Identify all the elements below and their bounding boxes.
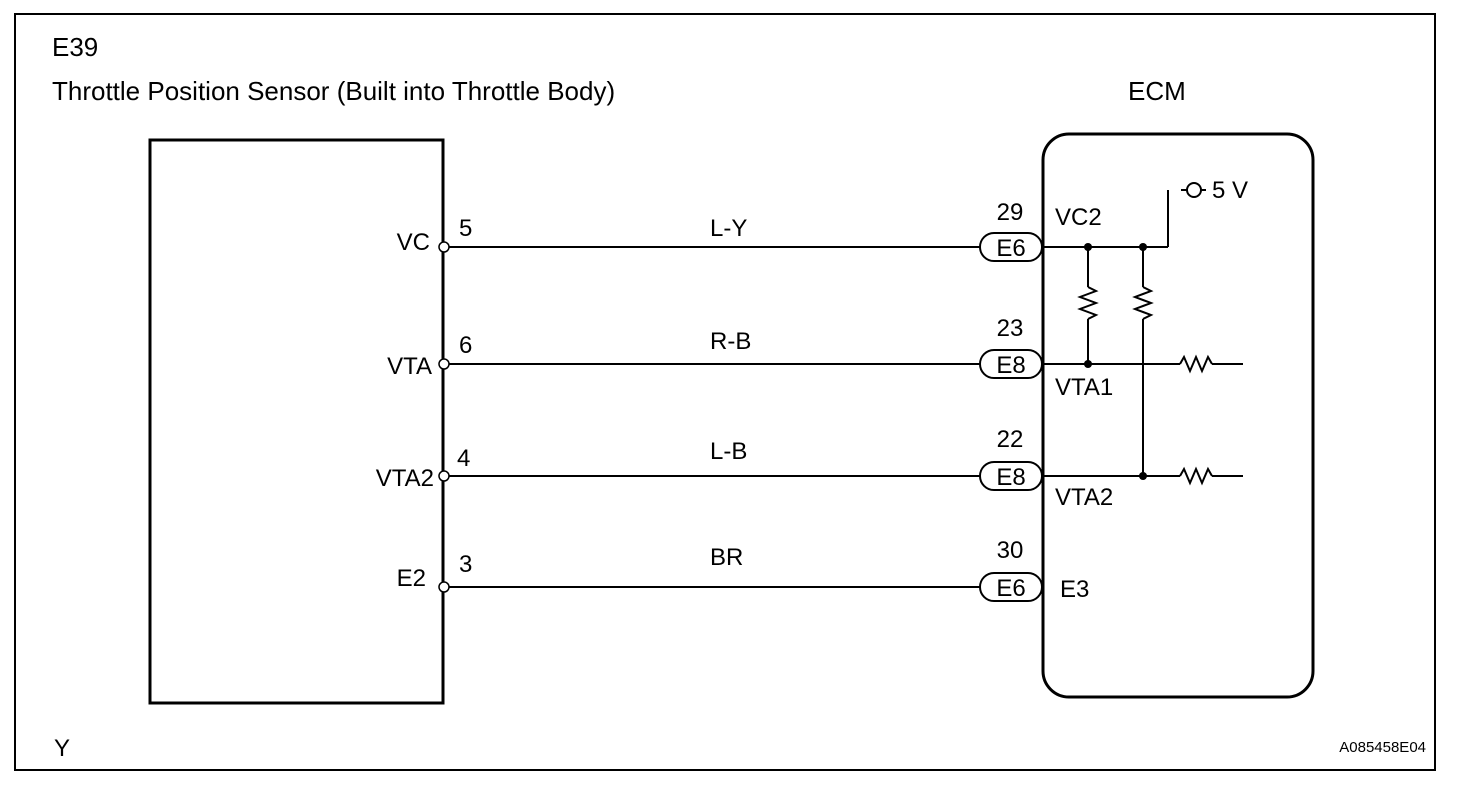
wire-color-label: L-B — [710, 438, 747, 465]
series-resistor-vta2 — [1179, 466, 1213, 486]
sensor-pin-number: 6 — [459, 332, 472, 359]
ecm-connector-badge — [979, 461, 1043, 491]
ecm-connector-badge — [979, 349, 1043, 379]
wire-row-vc: VC 5 L-Y 29 E6 VC2 — [397, 199, 1102, 262]
sensor-terminal-label: VTA — [387, 353, 432, 380]
wire-color-label: R-B — [710, 328, 751, 355]
wire-row-vta2: VTA2 4 L-B 22 E8 VTA2 — [376, 426, 1114, 511]
ecm-title: ECM — [1128, 76, 1186, 106]
ecm-pin-number: 23 — [997, 315, 1024, 342]
ecm-pin-number: 30 — [997, 537, 1024, 564]
sensor-terminal-circle — [438, 241, 450, 253]
pullup-resistor-vta2 — [1132, 286, 1154, 320]
ecm-box — [1041, 132, 1315, 699]
outer-frame — [14, 13, 1436, 771]
sensor-pin-number: 3 — [459, 551, 472, 578]
ecm-connector-badge — [979, 232, 1043, 262]
ecm-internal-circuit: 5 V — [1043, 177, 1248, 486]
ecm-connector-code: E8 — [996, 464, 1025, 491]
ecm-connector-code: E6 — [996, 575, 1025, 602]
sensor-box — [148, 138, 445, 705]
sensor-terminal-label: E2 — [397, 565, 426, 592]
footer-left-mark: Y — [54, 735, 70, 762]
ecm-connector-code: E8 — [996, 352, 1025, 379]
ecm-terminal-label: VTA1 — [1055, 374, 1113, 401]
ecm-connector-code: E6 — [996, 235, 1025, 262]
sensor-title: Throttle Position Sensor (Built into Thr… — [52, 76, 615, 106]
figure-id: A085458E04 — [1339, 739, 1426, 756]
ecm-pin-number: 29 — [997, 199, 1024, 226]
connector-code: E39 — [52, 32, 98, 62]
sensor-terminal-circle — [438, 470, 450, 482]
sensor-terminal-circle — [438, 581, 450, 593]
ecm-terminal-label: E3 — [1060, 576, 1089, 603]
ecm-connector-badge — [979, 572, 1043, 602]
ecm-terminal-label: VTA2 — [1055, 484, 1113, 511]
sensor-terminal-circle — [438, 358, 450, 370]
pullup-resistor-vta1 — [1077, 286, 1099, 320]
sensor-pin-number: 4 — [457, 445, 470, 472]
ecm-terminal-label: VC2 — [1055, 204, 1102, 231]
supply-voltage-label: 5 V — [1212, 177, 1248, 204]
supply-terminal-circle — [1186, 182, 1202, 198]
ecm-pin-number: 22 — [997, 426, 1024, 453]
sensor-terminal-label: VTA2 — [376, 465, 434, 492]
wire-color-label: L-Y — [710, 215, 747, 242]
sensor-terminal-label: VC — [397, 229, 430, 256]
wire-color-label: BR — [710, 544, 743, 571]
wire-row-vta: VTA 6 R-B 23 E8 VTA1 — [387, 315, 1113, 401]
series-resistor-vta1 — [1179, 354, 1213, 374]
wire-row-e2: E2 3 BR 30 E6 E3 — [397, 537, 1090, 603]
sensor-pin-number: 5 — [459, 215, 472, 242]
